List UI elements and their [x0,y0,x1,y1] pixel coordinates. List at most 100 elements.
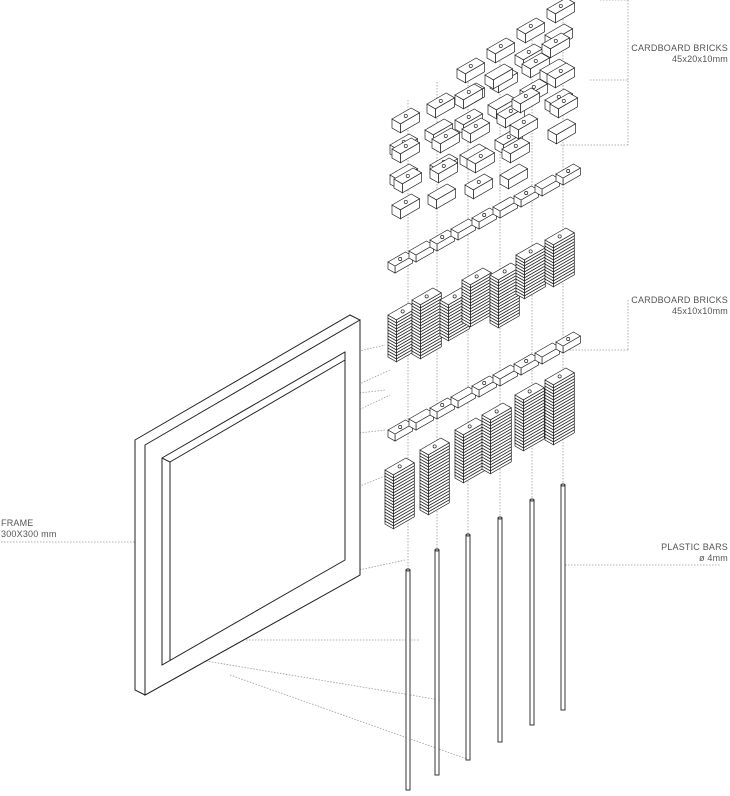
label-frame: FRAME 300X300 mm [1,518,57,540]
brick-hole [526,49,531,54]
brick [431,127,461,154]
brick-hole [432,444,437,449]
brick-top [484,63,514,81]
brick-hole [558,3,563,8]
brick [546,62,576,89]
brick-hole [561,98,566,103]
brick [501,137,531,164]
brick [454,417,485,439]
label-title: PLASTIC BARS [661,542,728,552]
brick-hole [528,249,533,254]
label-cardboard-bricks-small: CARDBOARD BRICKS 45x10x10mm [631,295,728,317]
brick-top [544,23,574,41]
brick-hole [405,173,410,178]
brick [521,52,551,79]
brick-top [466,147,496,165]
brick-top [549,92,579,110]
brick-hole [398,425,403,429]
brick-hole [523,93,528,98]
brick [555,163,582,186]
brick-hole [502,269,507,274]
brick [466,147,496,174]
label-size: 45x20x10mm [671,54,728,64]
plastic-bar [529,499,535,726]
plastic-bars [405,483,566,791]
brick-hole [533,58,538,63]
brick-hole [557,234,562,239]
brick-top [547,118,577,136]
brick [471,207,498,230]
label-plastic-bars: PLASTIC BARS ø 4mm [661,542,728,564]
brick-hole [473,123,478,128]
brick-hole [556,94,561,99]
brick-top [514,382,545,401]
brick [391,107,421,134]
brick-top [426,92,456,110]
label-title: CARDBOARD BRICKS [631,295,728,305]
plastic-bar-end [497,516,503,520]
brick-hole [566,169,571,173]
cardboard-bricks [384,0,582,530]
brick-hole [397,464,402,469]
brick-hole [506,134,511,139]
brick [419,437,450,459]
brick [541,32,571,59]
brick-top [391,107,421,125]
brick-top [521,52,551,70]
brick-top [544,88,574,106]
brick-hole [424,294,429,299]
brick [555,331,582,354]
brick-top [456,57,486,75]
brick-top [516,17,546,35]
brick-top [461,117,491,135]
brick [544,367,575,389]
brick-hole [508,108,513,113]
brick-hole [498,43,503,48]
brick-hole [438,98,443,103]
frame-inner-edge [169,359,346,463]
brick-hole [524,191,529,195]
brick-top [429,157,459,175]
brick-top [499,163,529,181]
brick-hole [466,89,471,94]
projection-line [299,344,386,366]
brick-top [391,193,421,211]
brick-hole [466,114,471,119]
brick-hole [482,213,487,217]
brick [464,173,494,200]
plastic-bar [405,569,411,791]
brick [408,408,435,431]
brick-hole [403,143,408,148]
brick-top [464,173,494,191]
brick-hole [476,179,481,184]
brick-hole [452,294,457,299]
brick-top [384,457,415,476]
plastic-bar [465,534,471,761]
brick-top [461,267,492,286]
brick-hole [527,389,532,394]
brick-hole [440,403,445,407]
brick-top [454,108,484,126]
label-title: CARDBOARD BRICKS [631,43,728,53]
brick-top [544,367,575,386]
label-cardboard-bricks-large: CARDBOARD BRICKS 45x20x10mm [631,43,728,65]
brick [461,117,491,144]
brick-top [481,402,512,421]
brick [450,386,477,409]
brick [492,364,519,387]
brick [429,397,456,420]
brick [549,92,579,119]
brick-top [555,331,582,347]
plastic-bar [497,517,503,743]
brick [384,457,415,479]
brick [499,163,529,190]
brick [408,240,435,263]
brick-hole [524,359,529,363]
brick-top [411,287,442,306]
brick-hole [478,153,483,158]
brick-top [544,227,575,246]
plastic-bar [560,484,566,711]
brick-hole [474,274,479,279]
brick-hole [494,409,499,414]
